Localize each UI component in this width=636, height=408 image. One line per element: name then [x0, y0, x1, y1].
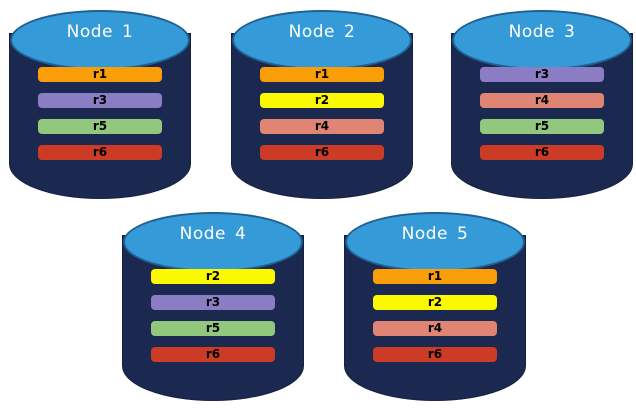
replica-list: r1 r2 r4 r6	[260, 67, 384, 160]
cylinder-top-ellipse	[345, 212, 525, 272]
replica-bar-r5[interactable]: r5	[480, 119, 604, 134]
cylinder-top-ellipse	[10, 10, 190, 70]
cylinder-icon	[10, 10, 190, 198]
replica-bar-r3[interactable]: r3	[38, 93, 162, 108]
replica-bar-r6[interactable]: r6	[38, 145, 162, 160]
replica-bar-r1[interactable]: r1	[260, 67, 384, 82]
replica-bar-r5[interactable]: r5	[38, 119, 162, 134]
replica-bar-r1[interactable]: r1	[373, 269, 497, 284]
replica-list: r1 r2 r4 r6	[373, 269, 497, 362]
replica-list: r1 r3 r5 r6	[38, 67, 162, 160]
replica-bar-r3[interactable]: r3	[480, 67, 604, 82]
replica-list: r2 r3 r5 r6	[151, 269, 275, 362]
replica-bar-r4[interactable]: r4	[373, 321, 497, 336]
replica-bar-r6[interactable]: r6	[480, 145, 604, 160]
replica-bar-r5[interactable]: r5	[151, 321, 275, 336]
replica-bar-r2[interactable]: r2	[373, 295, 497, 310]
cylinder-top-ellipse	[123, 212, 303, 272]
cylinder-top-ellipse	[452, 10, 632, 70]
replica-list: r3 r4 r5 r6	[480, 67, 604, 160]
cylinder-icon	[232, 10, 412, 198]
replica-bar-r6[interactable]: r6	[151, 347, 275, 362]
replica-bar-r2[interactable]: r2	[260, 93, 384, 108]
replica-bar-r6[interactable]: r6	[373, 347, 497, 362]
replica-bar-r4[interactable]: r4	[480, 93, 604, 108]
replica-bar-r2[interactable]: r2	[151, 269, 275, 284]
cylinder-icon	[123, 212, 303, 400]
cylinder-top-ellipse	[232, 10, 412, 70]
replica-bar-r4[interactable]: r4	[260, 119, 384, 134]
replica-bar-r3[interactable]: r3	[151, 295, 275, 310]
replica-bar-r6[interactable]: r6	[260, 145, 384, 160]
cylinder-icon	[345, 212, 525, 400]
replica-bar-r1[interactable]: r1	[38, 67, 162, 82]
cylinder-icon	[452, 10, 632, 198]
